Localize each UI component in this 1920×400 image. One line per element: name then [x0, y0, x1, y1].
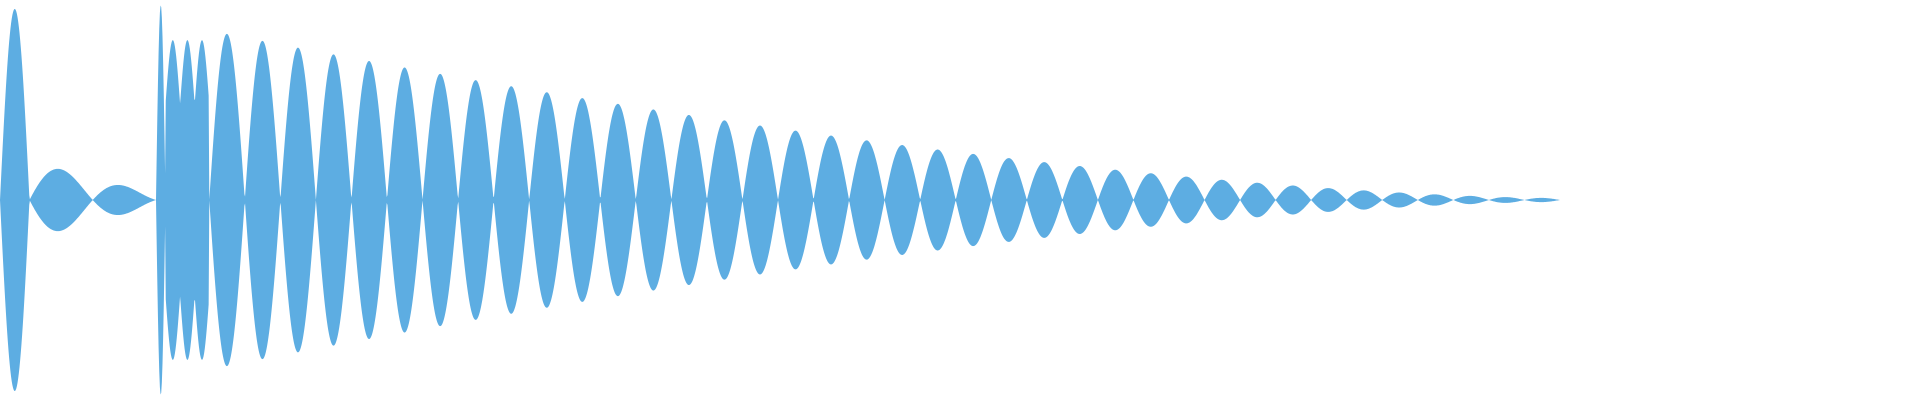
waveform-shape	[0, 5, 1560, 395]
